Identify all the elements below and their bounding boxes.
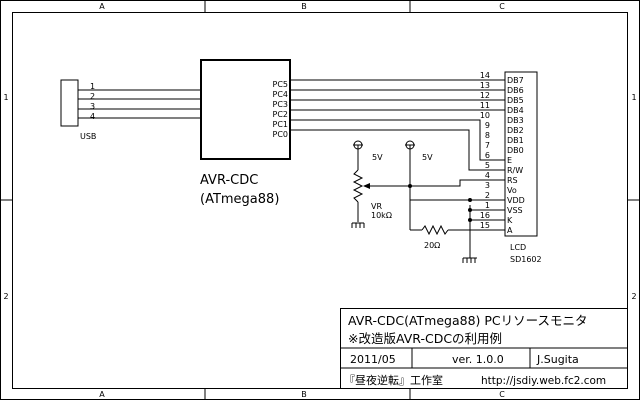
mcu-pin-pc1: PC1	[273, 120, 289, 129]
lcd-pin-number: 14	[480, 71, 490, 80]
lcd-pin-number: 12	[480, 91, 490, 100]
lcd-pin-number: 1	[485, 201, 490, 210]
lcd-pin-number: 6	[485, 151, 490, 160]
vr-name: VR	[371, 202, 382, 211]
col-label-b-top: B	[301, 2, 307, 11]
title-date: 2011/05	[350, 353, 396, 366]
mcu-part: (ATmega88)	[200, 192, 279, 207]
lcd-pin-number: 13	[480, 81, 490, 90]
usb-pin-4: 4	[90, 112, 95, 121]
title-line-2: ※改造版AVR-CDCの利用例	[348, 331, 502, 346]
col-label-b-bottom: B	[301, 390, 307, 399]
supply-right-label: 5V	[422, 153, 433, 162]
title-block	[340, 308, 628, 389]
row-label-2-right: 2	[631, 292, 636, 301]
ground-vr	[351, 222, 365, 228]
lcd-pin-name: A	[507, 226, 513, 235]
col-label-c-bottom: C	[499, 390, 505, 399]
lcd-name: LCD	[510, 243, 526, 252]
lcd-module-box	[504, 71, 538, 237]
resistor-value: 20Ω	[424, 241, 440, 250]
vr-wiper-wire	[364, 179, 505, 187]
supply-left-symbol	[353, 140, 363, 170]
lcd-pin-name: VDD	[507, 196, 525, 205]
lcd-pin-name: RS	[507, 176, 518, 185]
mcu-pin-pc2: PC2	[273, 110, 289, 119]
ground-lcd	[462, 257, 477, 263]
mcu-pin-pc4: PC4	[273, 90, 289, 99]
vr-wiper-arrow	[363, 183, 370, 189]
row-label-2-left: 2	[3, 292, 8, 301]
lcd-pin-number: 10	[480, 111, 490, 120]
mcu-box	[200, 59, 291, 160]
title-url: http://jsdiy.web.fc2.com	[481, 375, 606, 387]
lcd-pin-name: E	[507, 156, 512, 165]
junction-k	[468, 218, 472, 222]
lcd-pin-number: 11	[480, 101, 490, 110]
lcd-pin-number: 7	[485, 141, 490, 150]
lcd-pin-name: VSS	[507, 206, 523, 215]
lcd-pin-name: DB7	[507, 76, 524, 85]
inner-frame	[12, 12, 628, 389]
lcd-pin-name: DB3	[507, 116, 524, 125]
supply-left-label: 5V	[372, 153, 383, 162]
mcu-pin-pc0: PC0	[273, 130, 289, 139]
lcd-pin-name: DB4	[507, 106, 524, 115]
usb-connector	[60, 79, 79, 127]
usb-pin-1: 1	[90, 82, 95, 91]
supply-right-symbol	[405, 140, 415, 200]
usb-pin-2: 2	[90, 92, 95, 101]
vr-resistor-zigzag	[352, 169, 364, 203]
junction-vr-vo	[408, 184, 412, 188]
title-author: J.Sugita	[536, 353, 579, 366]
title-site-name: 『昼夜逆転』工作室	[344, 373, 443, 387]
lcd-pin-name: DB2	[507, 126, 524, 135]
usb-wires	[78, 89, 200, 119]
lcd-pin-number: 5	[485, 161, 490, 170]
lcd-pin-number: 9	[485, 121, 490, 130]
col-label-a-top: A	[99, 2, 105, 11]
ground-bus	[469, 205, 505, 258]
col-label-c-top: C	[499, 2, 505, 11]
title-version: ver. 1.0.0	[452, 353, 504, 366]
resistor-20-ohm	[409, 200, 505, 236]
lcd-part: SD1602	[510, 255, 542, 264]
mcu-pin-pc5: PC5	[273, 80, 289, 89]
lcd-pin-number: 3	[485, 181, 490, 190]
lcd-pin-name: DB1	[507, 136, 524, 145]
title-line-1: AVR-CDC(ATmega88) PCリソースモニタ	[348, 313, 588, 328]
col-label-a-bottom: A	[99, 390, 105, 399]
mcu-name: AVR-CDC	[200, 173, 258, 188]
lcd-pin-number: 15	[480, 221, 490, 230]
lcd-pin-number: 16	[480, 211, 490, 220]
lcd-pin-name: DB6	[507, 86, 524, 95]
lcd-pin-name: DB0	[507, 146, 524, 155]
usb-label: USB	[80, 132, 96, 141]
vr-value: 10kΩ	[371, 211, 392, 220]
lcd-pin-number: 4	[485, 171, 490, 180]
data-bus-wires	[290, 79, 505, 171]
lcd-pin-number: 2	[485, 191, 490, 200]
lcd-pin-number: 8	[485, 131, 490, 140]
row-label-1-left: 1	[3, 93, 8, 102]
usb-pin-3: 3	[90, 102, 95, 111]
lcd-pin-name: R/W	[507, 166, 523, 175]
lcd-pin-name: Vo	[507, 186, 517, 195]
junction-vdd	[468, 198, 472, 202]
row-label-1-right: 1	[631, 93, 636, 102]
lcd-pin-name: K	[507, 216, 513, 225]
mcu-pin-pc3: PC3	[273, 100, 289, 109]
junction-vss	[468, 208, 472, 212]
lcd-pin-name: DB5	[507, 96, 524, 105]
lcd-pins: 14DB713DB612DB511DB410DB39DB28DB17DB06E5…	[480, 71, 525, 235]
